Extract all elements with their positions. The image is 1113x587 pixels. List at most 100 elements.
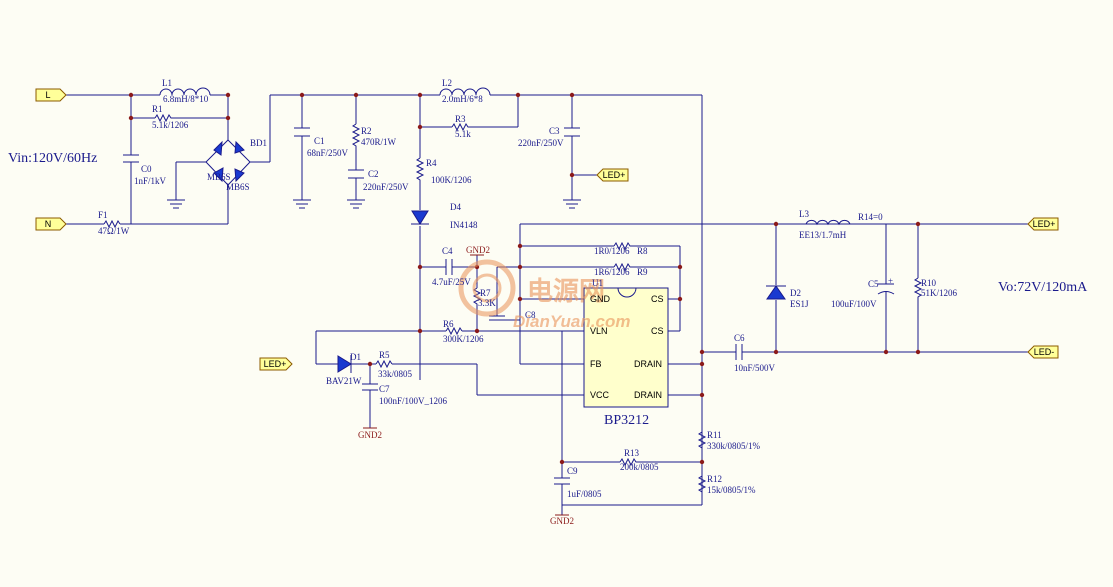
c6-ref: C6 <box>734 333 745 343</box>
vin-note: Vin:120V/60Hz <box>8 151 97 166</box>
r10-ref: R10 <box>921 278 937 288</box>
d2-ref: D2 <box>790 288 801 298</box>
c0-ref: C0 <box>141 164 152 174</box>
c1-ref: C1 <box>314 136 325 146</box>
l1-ref: L1 <box>162 78 172 88</box>
c3-ref: C3 <box>549 126 560 136</box>
r8-ref: R8 <box>637 246 648 256</box>
c0-val: 1nF/1kV <box>134 176 167 186</box>
c4-val: 4.7uF/25V <box>432 277 471 287</box>
resistor-r1 <box>154 113 172 123</box>
r4-val: 100K/1206 <box>431 175 472 185</box>
resistor-r13 <box>619 457 638 467</box>
r13-ref: R13 <box>624 448 640 458</box>
capacitor-c9 <box>554 477 570 485</box>
c4-ref: C4 <box>442 246 453 256</box>
l3-ref: L3 <box>799 209 809 219</box>
port-led-minus-out: LED- <box>1027 345 1059 359</box>
c3-val: 220nF/250V <box>518 138 564 148</box>
resistor-r10 <box>913 277 923 298</box>
c7-val: 100nF/100V_1206 <box>379 396 448 406</box>
c6-val: 10nF/500V <box>734 363 776 373</box>
resistor-r8 <box>613 241 632 251</box>
bd1-val: MB6S <box>207 172 231 182</box>
r6-val: 300K/1206 <box>443 334 484 344</box>
gnd2-label-c7: GND2 <box>358 430 382 440</box>
capacitor-c7 <box>362 383 378 391</box>
port-l: L <box>35 88 67 102</box>
c5-ref: C5 <box>868 279 879 289</box>
c9-ref: C9 <box>567 466 578 476</box>
bd1-ref: BD1 <box>250 138 267 148</box>
pin-drain2: DRAIN <box>634 390 662 400</box>
f1-val: 47Ω/1W <box>98 226 130 236</box>
r13-val: 200k/0805 <box>620 462 659 472</box>
diode-d4 <box>411 210 429 225</box>
r12-val: 15k/0805/1% <box>707 485 756 495</box>
r11-ref: R11 <box>707 430 722 440</box>
capacitor-c5: + <box>877 276 895 295</box>
r9-val: 1R6/1206 <box>594 267 630 277</box>
r3-ref: R3 <box>455 114 466 124</box>
capacitor-c4 <box>445 259 453 275</box>
d1-ref: D1 <box>350 352 361 362</box>
u1-ref: U1 <box>592 278 603 288</box>
r9-ref: R9 <box>637 267 648 277</box>
port-led-plus-c3: LED+ <box>596 168 629 182</box>
pin-vln: VLN <box>590 326 608 336</box>
r2-val: 470R/1W <box>361 137 397 147</box>
svg-text:L: L <box>45 90 50 100</box>
r5-ref: R5 <box>379 350 390 360</box>
r3-val: 5.1k <box>455 129 471 139</box>
capacitor-c6 <box>735 344 743 360</box>
port-led-plus-out: LED+ <box>1027 217 1059 231</box>
vout-note: Vo:72V/120mA <box>998 280 1088 295</box>
l1-val: 6.8mH/8*10 <box>163 94 209 104</box>
d2-val: ES1J <box>790 299 809 309</box>
resistor-r3 <box>451 122 470 132</box>
r11-val: 330k/0805/1% <box>707 441 761 451</box>
ground-symbols <box>167 199 581 516</box>
capacitor-c3 <box>564 127 580 137</box>
c2-ref: C2 <box>368 169 379 179</box>
r7-val: 3.3K <box>478 298 496 308</box>
l2-ref: L2 <box>442 78 452 88</box>
resistor-r9 <box>613 262 632 272</box>
inductor-l2 <box>439 87 491 96</box>
r1-ref: R1 <box>152 104 163 114</box>
pin-fb: FB <box>590 359 602 369</box>
svg-text:LED+: LED+ <box>264 359 287 369</box>
capacitor-c0 <box>123 154 139 163</box>
ic-u1-body <box>583 287 669 408</box>
inductor-l3 <box>805 219 851 226</box>
d4-val: IN4148 <box>450 220 478 230</box>
c1-val: 68nF/250V <box>307 148 349 158</box>
fuse-f1 <box>103 219 121 229</box>
pin-cs1: CS <box>651 294 664 304</box>
f1-ref: F1 <box>98 210 108 220</box>
svg-text:LED+: LED+ <box>1033 219 1056 229</box>
resistor-r2 <box>351 123 361 148</box>
diode-d2 <box>766 285 786 300</box>
l3-val: EE13/1.7mH <box>799 230 847 240</box>
r14-ref: R14=0 <box>858 212 883 222</box>
port-n: N <box>35 217 67 231</box>
watermark-en: DianYuan.com <box>513 312 630 331</box>
svg-text:+: + <box>888 276 893 286</box>
capacitor-c1 <box>294 127 310 137</box>
pin-cs2: CS <box>651 326 664 336</box>
r4-ref: R4 <box>426 158 437 168</box>
capacitor-c2 <box>348 169 364 179</box>
resistor-r11 <box>697 431 707 449</box>
pin-gnd: GND <box>590 294 611 304</box>
c2-val: 220nF/250V <box>363 182 409 192</box>
inductor-l1 <box>159 87 211 96</box>
d1-val: BAV21W <box>326 376 362 386</box>
r1-val: 5.1k/1206 <box>152 120 189 130</box>
svg-text:LED+: LED+ <box>603 170 626 180</box>
r5-val: 33k/0805 <box>378 369 413 379</box>
ic-name: BP3212 <box>604 413 649 428</box>
resistor-r4 <box>415 157 425 181</box>
